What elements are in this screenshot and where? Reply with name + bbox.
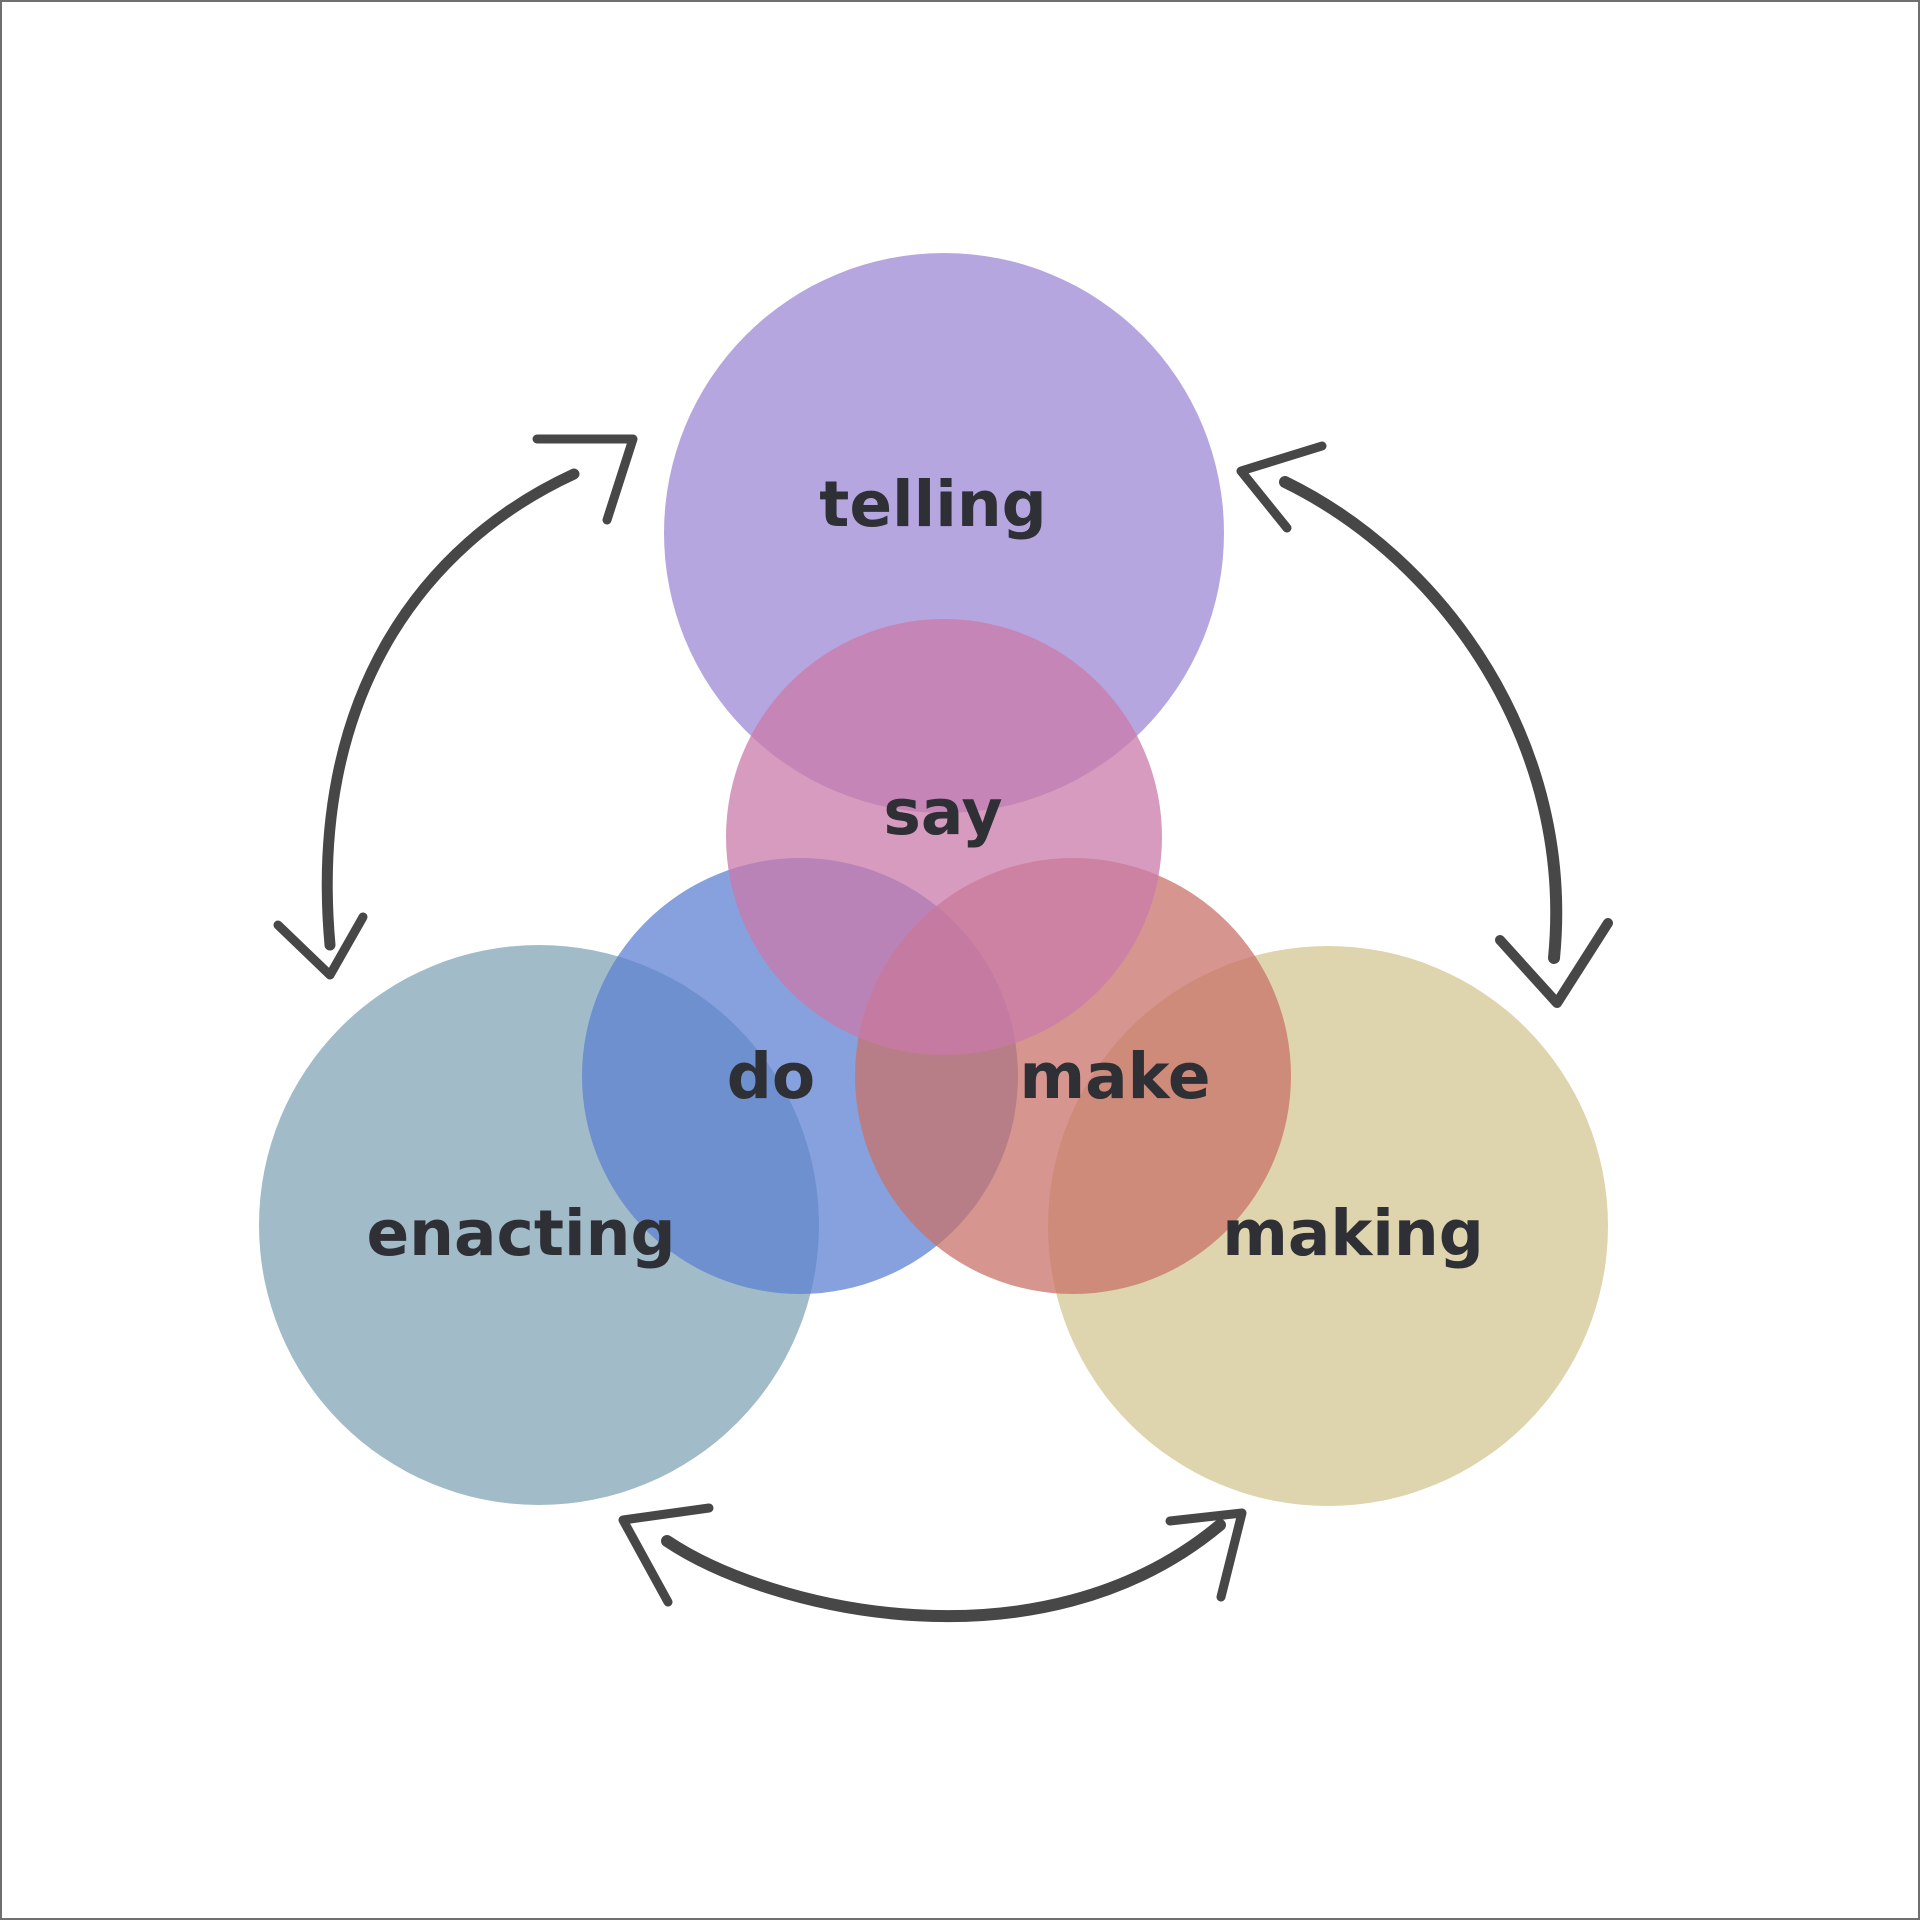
arrow-enacting-making <box>618 1503 1247 1623</box>
enacting-label: enacting <box>366 1197 675 1270</box>
making-label: making <box>1222 1197 1484 1270</box>
say-label: say <box>883 776 1002 849</box>
arrow-telling-making <box>1236 441 1613 1008</box>
make-label: make <box>1019 1040 1210 1113</box>
arrow-telling-enacting <box>273 434 638 980</box>
say-circle <box>726 619 1162 1055</box>
telling-label: telling <box>819 468 1047 541</box>
do-label: do <box>727 1040 815 1113</box>
